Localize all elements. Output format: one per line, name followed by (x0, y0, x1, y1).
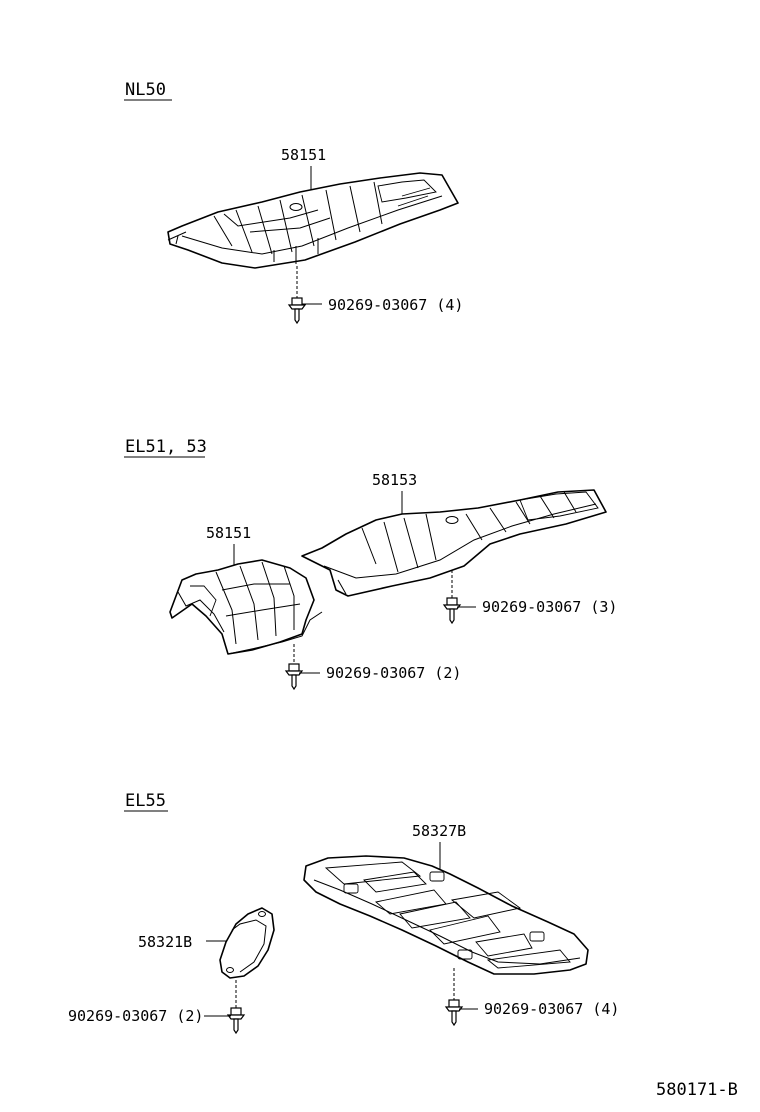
nl50-part-58151-label: 58151 (281, 146, 326, 164)
section-el55: EL55 58327B 58321B (68, 791, 619, 1035)
el55-bolt-label-2: 90269-03067 (2) (68, 1007, 203, 1025)
el55-part-58327b-label: 58327B (412, 822, 466, 840)
el55-header: EL55 (125, 791, 166, 811)
el51-front-bolt (284, 644, 320, 691)
el55-small-bolt (204, 980, 246, 1035)
el55-bolt-label-4: 90269-03067 (4) (484, 1000, 619, 1018)
el51-part-58153-label: 58153 (372, 471, 417, 489)
diagram-reference-code: 580171-B (656, 1080, 738, 1100)
section-nl50: NL50 58151 90269-03067 (4) (124, 80, 463, 325)
el51-heat-insulator-58153 (301, 489, 607, 597)
el55-large-bolt (444, 968, 478, 1027)
el51-bolt-label-3: 90269-03067 (3) (482, 598, 617, 616)
el51-bolt-label-2: 90269-03067 (2) (326, 664, 461, 682)
el55-part-58321b-label: 58321B (138, 933, 192, 951)
el51-part-58151-label: 58151 (206, 524, 251, 542)
el51-rear-bolt (442, 570, 476, 625)
nl50-bolt (287, 266, 322, 325)
el55-heat-insulator-58327b (303, 855, 589, 975)
nl50-bolt-label: 90269-03067 (4) (328, 296, 463, 314)
section-el51-53: EL51, 53 58153 58151 (124, 437, 617, 691)
nl50-header: NL50 (125, 80, 166, 100)
nl50-heat-insulator-58151 (167, 172, 459, 269)
el51-header: EL51, 53 (125, 437, 207, 457)
el55-heat-insulator-58321b (219, 907, 275, 979)
el51-heat-insulator-58151 (169, 559, 323, 655)
